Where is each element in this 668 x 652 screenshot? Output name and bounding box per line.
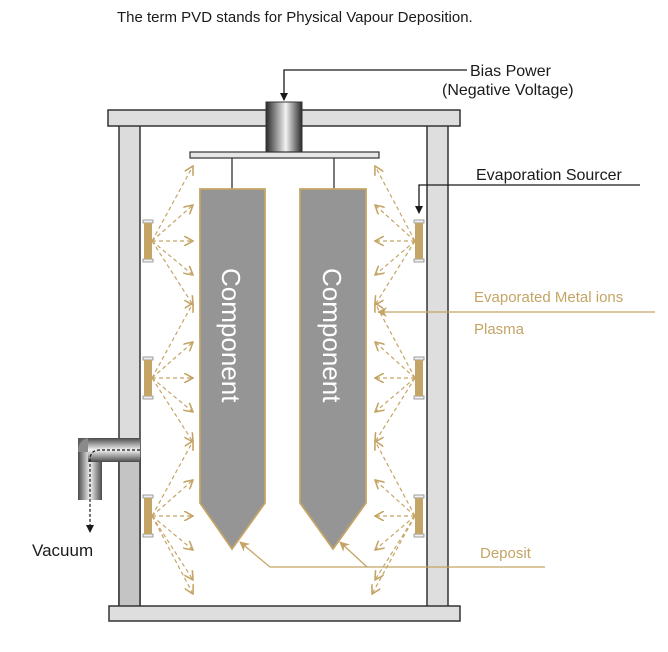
ion-ray <box>151 240 193 305</box>
ion-ray <box>375 515 416 550</box>
ion-ray <box>151 515 193 580</box>
target-material <box>415 223 423 259</box>
right-wall <box>426 123 449 609</box>
chamber <box>107 109 461 622</box>
deposit-pointer-right <box>339 541 368 568</box>
evaporation-source-left-1 <box>142 166 193 305</box>
evaporation-source-label: Evaporation Sourcer <box>476 167 623 184</box>
ion-ray <box>375 377 416 412</box>
ion-ray <box>151 515 193 550</box>
ion-ray <box>151 441 193 517</box>
ion-ray <box>151 480 193 517</box>
ion-ray <box>375 303 416 379</box>
vacuum-pipe <box>78 438 140 533</box>
ion-ray <box>375 166 416 242</box>
deposit-pointer-left <box>239 541 545 568</box>
caption: The term PVD stands for Physical Vapour … <box>117 9 473 26</box>
evaporation-source-left-2 <box>142 303 193 442</box>
vacuum-label: Vacuum <box>32 541 93 560</box>
target-material <box>144 360 152 396</box>
evaporation-source-right-1 <box>375 166 425 305</box>
ion-ray <box>375 480 416 517</box>
bias-power-label: Bias Power <box>470 63 552 80</box>
target-material <box>415 360 423 396</box>
evaporation-source-left-3 <box>142 441 193 580</box>
ion-ray <box>375 377 416 442</box>
ion-ray <box>375 515 416 580</box>
target-material <box>144 223 152 259</box>
target-material <box>144 498 152 534</box>
ion-ray <box>151 166 193 242</box>
evaporation-source-right-3 <box>375 441 425 580</box>
evaporation-source-right-2 <box>375 303 425 442</box>
component-holder-plate <box>189 151 380 159</box>
bias-power-sublabel: (Negative Voltage) <box>442 82 574 99</box>
ion-ray <box>151 303 193 379</box>
component-left-label: Component <box>216 268 246 403</box>
evaporation-sources <box>142 166 425 594</box>
ion-ray <box>151 342 193 379</box>
ion-ray <box>151 515 193 594</box>
ion-ray <box>151 205 193 242</box>
deposit-label: Deposit <box>480 545 532 562</box>
vacuum-flow-arrow <box>86 449 140 533</box>
ion-ray <box>375 441 416 517</box>
bias-power-pointer <box>280 69 467 101</box>
ion-ray <box>151 377 193 442</box>
evaporation-source-pointer <box>415 184 640 214</box>
component-right-label: Component <box>317 268 347 403</box>
component-right: Component <box>299 188 367 551</box>
plasma-label: Plasma <box>474 321 525 338</box>
bias-electrode <box>265 101 303 153</box>
ion-ray <box>375 240 416 305</box>
component-left: Component <box>199 188 266 551</box>
ion-ray <box>375 342 416 379</box>
bottom-base <box>108 605 461 622</box>
ion-ray <box>372 515 416 594</box>
ion-ray <box>151 240 193 275</box>
evaporated-metal-ions-label: Evaporated Metal ions <box>474 289 623 306</box>
left-wall-lower <box>118 457 141 609</box>
ion-ray <box>375 205 416 242</box>
target-material <box>415 498 423 534</box>
ion-ray <box>375 240 416 275</box>
ion-ray <box>151 377 193 412</box>
